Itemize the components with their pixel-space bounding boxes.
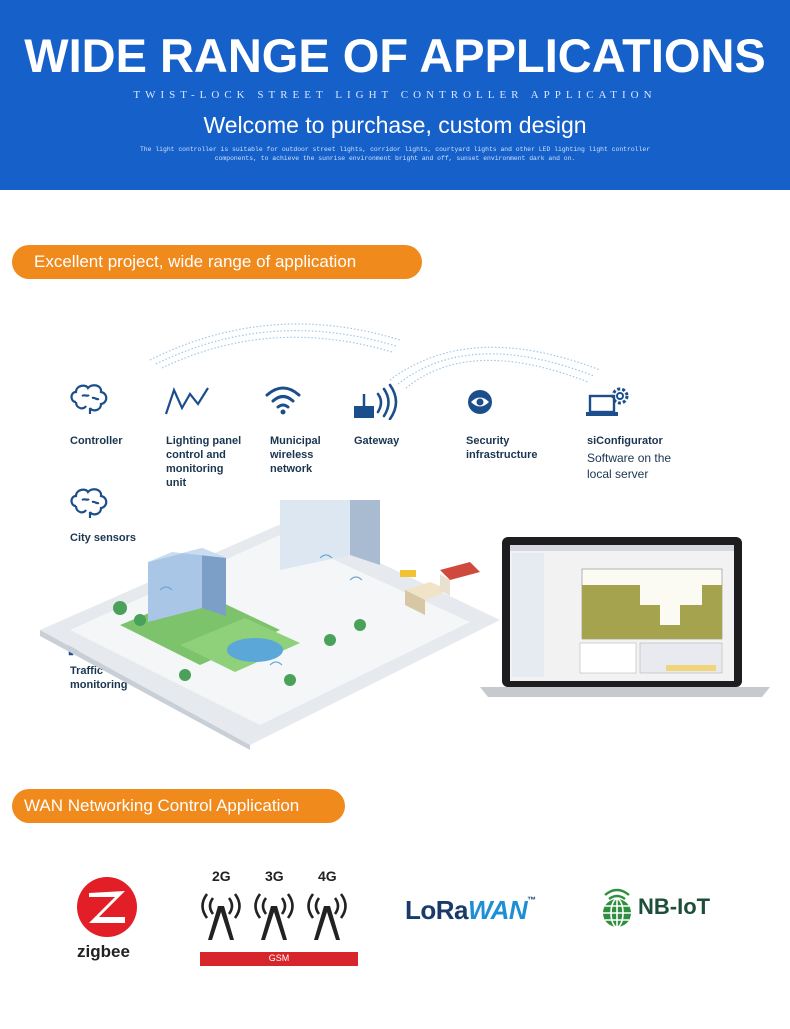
nbiot-logo: NB-IoT xyxy=(598,885,710,929)
label-lighting-line2: control and xyxy=(166,449,226,461)
wan-text: WAN xyxy=(468,895,528,925)
line-chart-icon xyxy=(164,386,209,415)
label-lighting-panel: Lighting panel control and monitoring un… xyxy=(166,434,241,490)
lorawan-logo: LoRaWAN™ xyxy=(405,895,536,926)
label-municipal: Municipal wireless network xyxy=(270,434,321,476)
zigbee-text: zigbee xyxy=(77,942,130,961)
label-traffic-line2: monitoring xyxy=(70,679,128,691)
label-security-line1: Security xyxy=(466,435,510,447)
laptop-software-illustration xyxy=(480,537,770,697)
laptop-gear-icon xyxy=(586,387,629,416)
label-gsm: GSM xyxy=(268,953,290,963)
label-2g: 2G xyxy=(212,868,231,884)
trademark-text: ™ xyxy=(527,895,536,905)
label-gateway: Gateway xyxy=(354,435,400,447)
label-municipal-line3: network xyxy=(270,463,313,475)
zigbee-icon xyxy=(77,877,137,937)
city-sensors-brain-icon xyxy=(70,488,108,518)
label-3g: 3G xyxy=(265,868,284,884)
label-siconfigurator: siConfigurator Software on the local ser… xyxy=(587,434,671,481)
eye-icon xyxy=(468,390,492,414)
signal-arcs-decoration xyxy=(149,323,601,389)
label-lighting-line4: unit xyxy=(166,477,187,489)
zigbee-logo: zigbee xyxy=(75,875,139,962)
label-controller: Controller xyxy=(70,435,123,447)
globe-signal-icon xyxy=(603,888,631,928)
cell-tower-icon xyxy=(200,893,358,966)
brain-icon xyxy=(70,384,108,414)
cellular-logo: 2G 3G 4G GSM xyxy=(198,868,360,973)
nbiot-text: NB-IoT xyxy=(638,894,711,919)
label-traffic-line1: Traffic xyxy=(70,665,104,677)
label-lighting-line3: monitoring xyxy=(166,463,224,475)
label-lighting-line1: Lighting panel xyxy=(166,435,242,447)
gateway-router-icon xyxy=(354,383,398,420)
hero-banner: WIDE RANGE OF APPLICATIONS TWIST-LOCK ST… xyxy=(0,0,790,190)
label-municipal-line1: Municipal xyxy=(270,435,321,447)
label-security-line2: infrastructure xyxy=(466,449,538,461)
lora-text: LoRa xyxy=(405,895,469,925)
label-city-sensors: City sensors xyxy=(70,532,137,544)
section-label-applications: Excellent project, wide range of applica… xyxy=(12,245,422,279)
label-4g: 4G xyxy=(318,868,337,884)
label-traffic: Traffic monitoring xyxy=(70,664,127,692)
label-siconf-line3: local server xyxy=(587,467,649,481)
label-siconf-line1: siConfigurator xyxy=(587,435,663,447)
smart-city-illustration xyxy=(40,500,500,750)
label-security: Security infrastructure xyxy=(466,434,538,462)
wifi-icon xyxy=(265,386,301,415)
hero-subtitle: TWIST-LOCK STREET LIGHT CONTROLLER APPLI… xyxy=(133,89,657,101)
hero-welcome: Welcome to purchase, custom design xyxy=(203,112,587,138)
label-municipal-line2: wireless xyxy=(270,449,314,461)
label-siconf-line2: Software on the xyxy=(587,451,672,465)
page-title: WIDE RANGE OF APPLICATIONS xyxy=(24,29,766,82)
hero-description: The light controller is suitable for out… xyxy=(139,146,651,162)
section-label-wan: WAN Networking Control Application xyxy=(12,789,345,823)
